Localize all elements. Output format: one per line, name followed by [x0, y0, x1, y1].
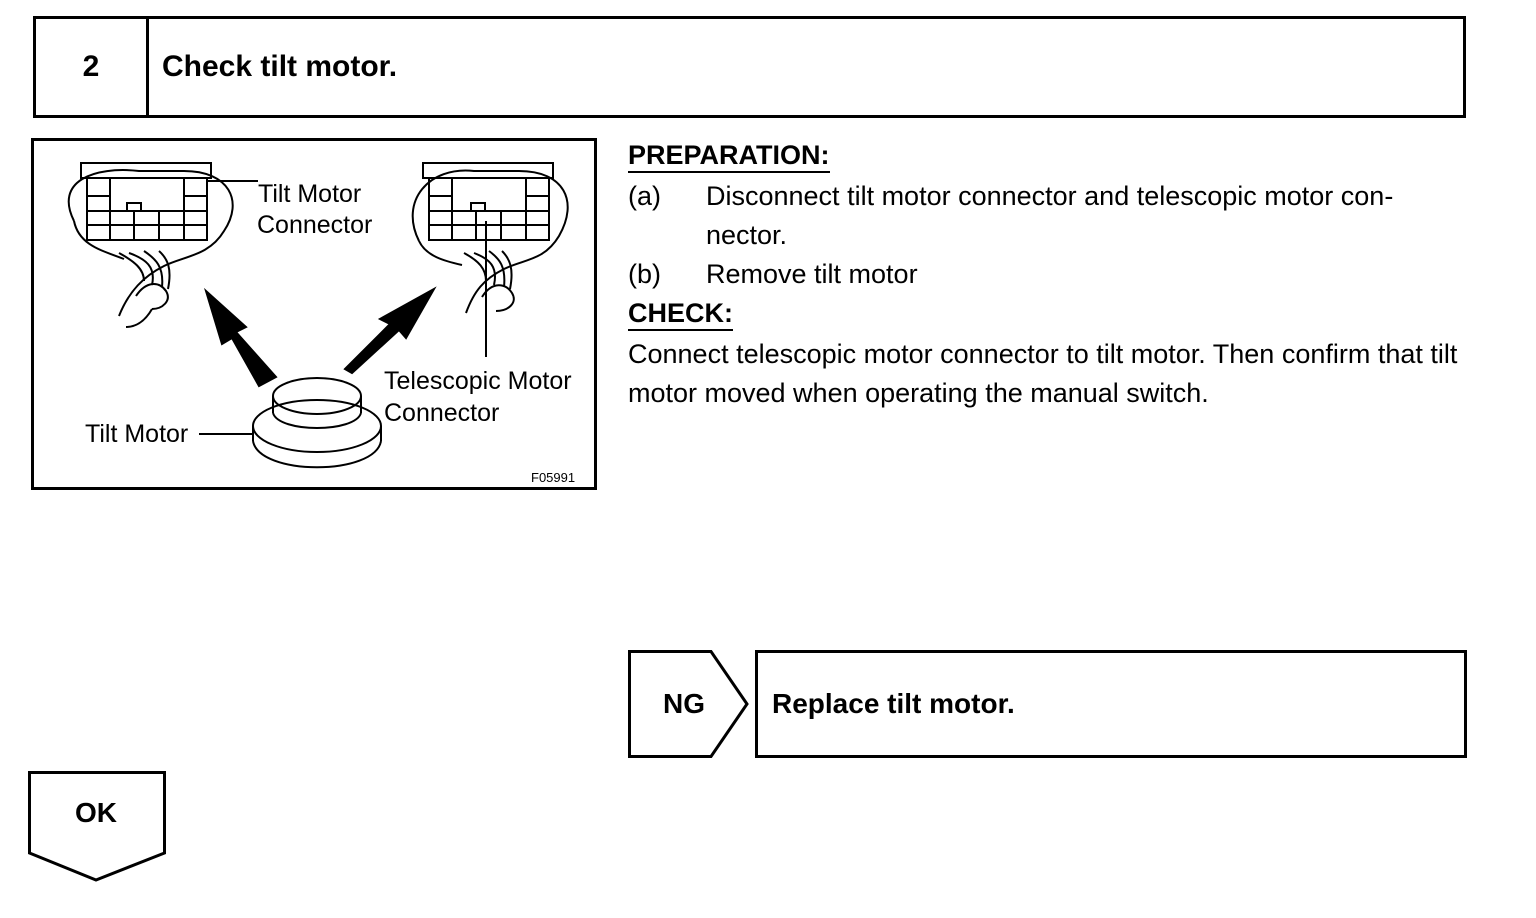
ng-label: NG — [663, 688, 705, 719]
label-tilt-motor-connector-1: Tilt Motor — [258, 180, 362, 208]
check-heading: CHECK: — [628, 297, 733, 331]
ok-tag-shape — [28, 771, 166, 882]
item-tag: (a) — [628, 181, 661, 211]
diagram-figure: Tilt Motor Connector Telescopic Motor Co… — [31, 138, 597, 490]
label-telescopic-motor-connector-2: Connector — [384, 399, 500, 427]
arrow-down-left-icon — [343, 286, 437, 375]
tilt-motor-diagram — [67, 162, 569, 469]
preparation-heading: PREPARATION: — [628, 139, 830, 173]
tilt-motor-drawing — [199, 377, 382, 469]
arrow-up-left-icon — [204, 287, 278, 388]
step-header: 2 Check tilt motor. — [33, 16, 1466, 118]
ng-tag: NG — [628, 650, 750, 758]
tilt-motor-connector-drawing — [67, 162, 258, 328]
label-telescopic-motor-connector-1: Telescopic Motor — [384, 367, 572, 395]
item-text: Remove tilt motor — [706, 259, 918, 289]
label-tilt-motor-connector-2: Connector — [257, 211, 373, 239]
instructions: PREPARATION: (a) Disconnect tilt motor c… — [628, 136, 1470, 413]
ok-label: OK — [75, 797, 117, 828]
check-text: Connect telescopic motor connector to ti… — [628, 339, 1458, 408]
preparation-item-b: (b) Remove tilt motor — [628, 255, 1470, 294]
preparation-item-a: (a) Disconnect tilt motor connector and … — [628, 177, 1470, 255]
item-text: Disconnect tilt motor connector and tele… — [706, 181, 1394, 250]
arrow-icons — [204, 286, 437, 388]
ng-result-box: Replace tilt motor. — [755, 650, 1467, 758]
ng-tag-shape — [628, 650, 749, 758]
item-tag: (b) — [628, 259, 661, 289]
telescopic-motor-connector-drawing — [411, 162, 569, 357]
step-title: Check tilt motor. — [162, 50, 398, 83]
label-tilt-motor: Tilt Motor — [85, 420, 189, 448]
step-number: 2 — [36, 19, 149, 115]
figure-code: F05991 — [531, 470, 576, 485]
ok-tag: OK — [28, 771, 168, 883]
